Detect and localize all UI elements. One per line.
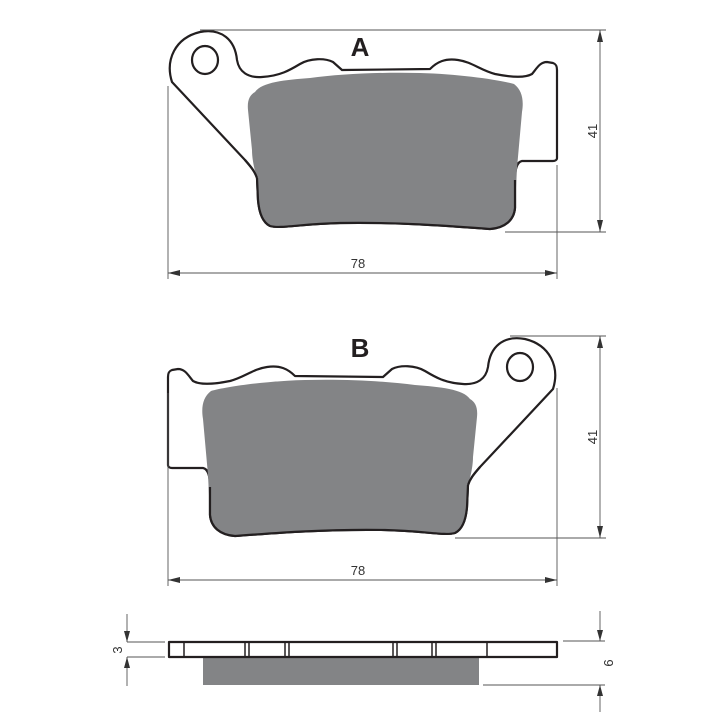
side-view: 3 9 [110, 611, 616, 712]
pad-a-height-dimension: 41 [200, 29, 606, 233]
total-thickness-dimension: 9 [483, 611, 616, 712]
pad-b: B 41 78 [166, 333, 606, 586]
pad-a: A 41 78 [167, 29, 606, 279]
backplate-side [167, 640, 559, 659]
friction-side [203, 657, 479, 685]
pad-b-height-value: 41 [585, 430, 600, 444]
total-thickness-value: 9 [601, 659, 616, 666]
pad-a-height-value: 41 [585, 124, 600, 138]
pad-b-label: B [351, 333, 370, 363]
pad-a-width-value: 78 [351, 256, 365, 271]
pad-b-width-value: 78 [351, 563, 365, 578]
backplate-thickness-dimension: 3 [110, 614, 165, 686]
pad-b-width-dimension: 78 [167, 388, 558, 586]
backplate-thickness-value: 3 [110, 646, 125, 653]
pad-a-width-dimension: 78 [167, 86, 558, 279]
pad-b-height-dimension: 41 [455, 335, 606, 539]
pad-a-label: A [351, 32, 370, 62]
